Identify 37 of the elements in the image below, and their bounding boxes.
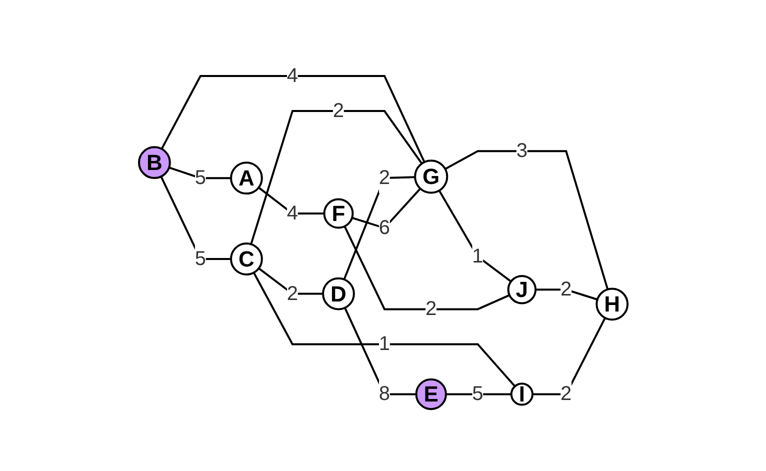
edge-label: 4 [286,202,298,224]
edge-label: 4 [286,64,298,87]
connector [250,110,422,244]
edge-label: 8 [378,382,390,405]
edge-label: 2 [332,100,344,122]
connector [438,190,512,282]
edge-label: 2 [425,298,436,320]
edge-label: 2 [560,278,572,300]
edge-label: 2 [378,166,390,189]
edge-label: 6 [378,216,390,239]
node-circle: J [507,274,536,304]
node-circle: B [138,146,171,179]
edge-label: 3 [516,140,528,162]
node-circle: F [322,198,354,228]
edge-label: 2 [286,282,298,304]
connector [444,150,608,290]
edge-label: 5 [194,248,206,270]
edge-label: 1 [378,332,390,355]
connector [532,317,606,395]
node-circle: E [414,378,447,410]
edge-label: 1 [472,245,484,268]
node-circle: I [510,382,534,406]
node-circle: G [414,159,448,194]
edge-label: 5 [194,166,206,189]
node-circle: H [595,287,628,320]
connector [252,272,516,387]
edge-label: 2 [560,382,572,405]
node-circle: C [230,242,263,276]
connector [342,176,415,280]
connector [351,188,421,229]
node-circle: A [230,161,263,194]
connector [344,307,416,395]
node-circle: D [322,276,355,310]
connector [258,267,323,294]
edge-label: 5 [472,382,484,405]
connector [343,226,510,310]
connector [160,74,425,162]
